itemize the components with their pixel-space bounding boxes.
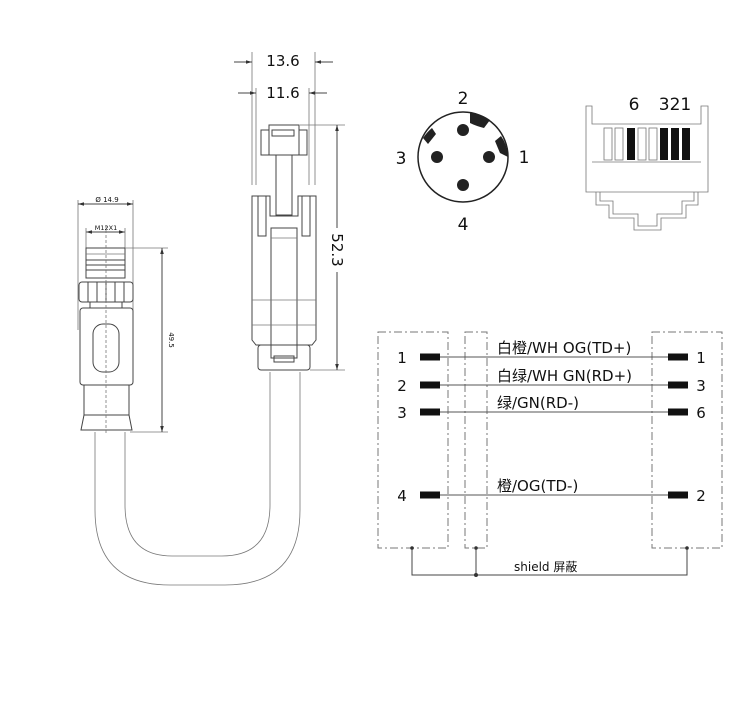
rj45-connector-box [651,331,723,549]
rj45-front-view: 6 321 [585,95,709,231]
pin-label-4: 4 [458,215,469,235]
right-pin-pad [668,353,688,361]
pin-4 [457,179,469,191]
right-pin-pad [668,381,688,389]
left-pin-number: 3 [397,404,407,422]
wire-label: 白绿/WH GN(RD+) [497,367,632,385]
right-pin-number: 1 [696,349,706,367]
pin-1 [483,151,495,163]
right-pin-pad [668,408,688,416]
pin-label-3: 3 [396,149,407,169]
wiring-schematic: 1 1 白橙/WH OG(TD+) 2 3 白绿/WH GN(RD+) 3 6 绿/GN(RD-… [377,331,723,577]
shield-label: shield 屏蔽 [514,560,577,574]
pin-label-6: 6 [629,95,640,115]
rj45-plug-side-view: 13.6 11.6 52.3 [234,52,346,371]
m12-face-view: 1 2 3 4 [396,89,530,235]
right-pin-number: 6 [696,404,706,422]
right-pin-number: 3 [696,377,706,395]
width-outer-label: 13.6 [266,52,299,70]
pin-2 [457,124,469,136]
m12-connector-side-view: Ø 14.9 M12X1 49.5 [77,196,175,435]
cable [94,372,301,586]
left-pin-pad [420,353,440,361]
left-pin-pad [420,408,440,416]
wire-label: 白橙/WH OG(TD+) [497,339,631,357]
wire-label: 橙/OG(TD-) [497,477,578,495]
right-pin-pad [668,491,688,499]
length-label: 49.5 [167,332,175,348]
right-pin-number: 2 [696,487,706,505]
pin-label-1: 1 [519,148,530,168]
left-pin-number: 1 [397,349,407,367]
length-label: 52.3 [328,233,346,266]
pin-label-2: 2 [458,89,469,109]
left-pin-number: 2 [397,377,407,395]
pin-3 [431,151,443,163]
m12-connector-box [377,331,449,549]
diameter-label: Ø 14.9 [95,196,118,204]
left-pin-pad [420,491,440,499]
pin-label-321: 321 [659,95,691,115]
width-inner-label: 11.6 [266,84,299,102]
shield-box [464,331,488,549]
wire-label: 绿/GN(RD-) [497,394,579,412]
left-pin-number: 4 [397,487,407,505]
left-pin-pad [420,381,440,389]
